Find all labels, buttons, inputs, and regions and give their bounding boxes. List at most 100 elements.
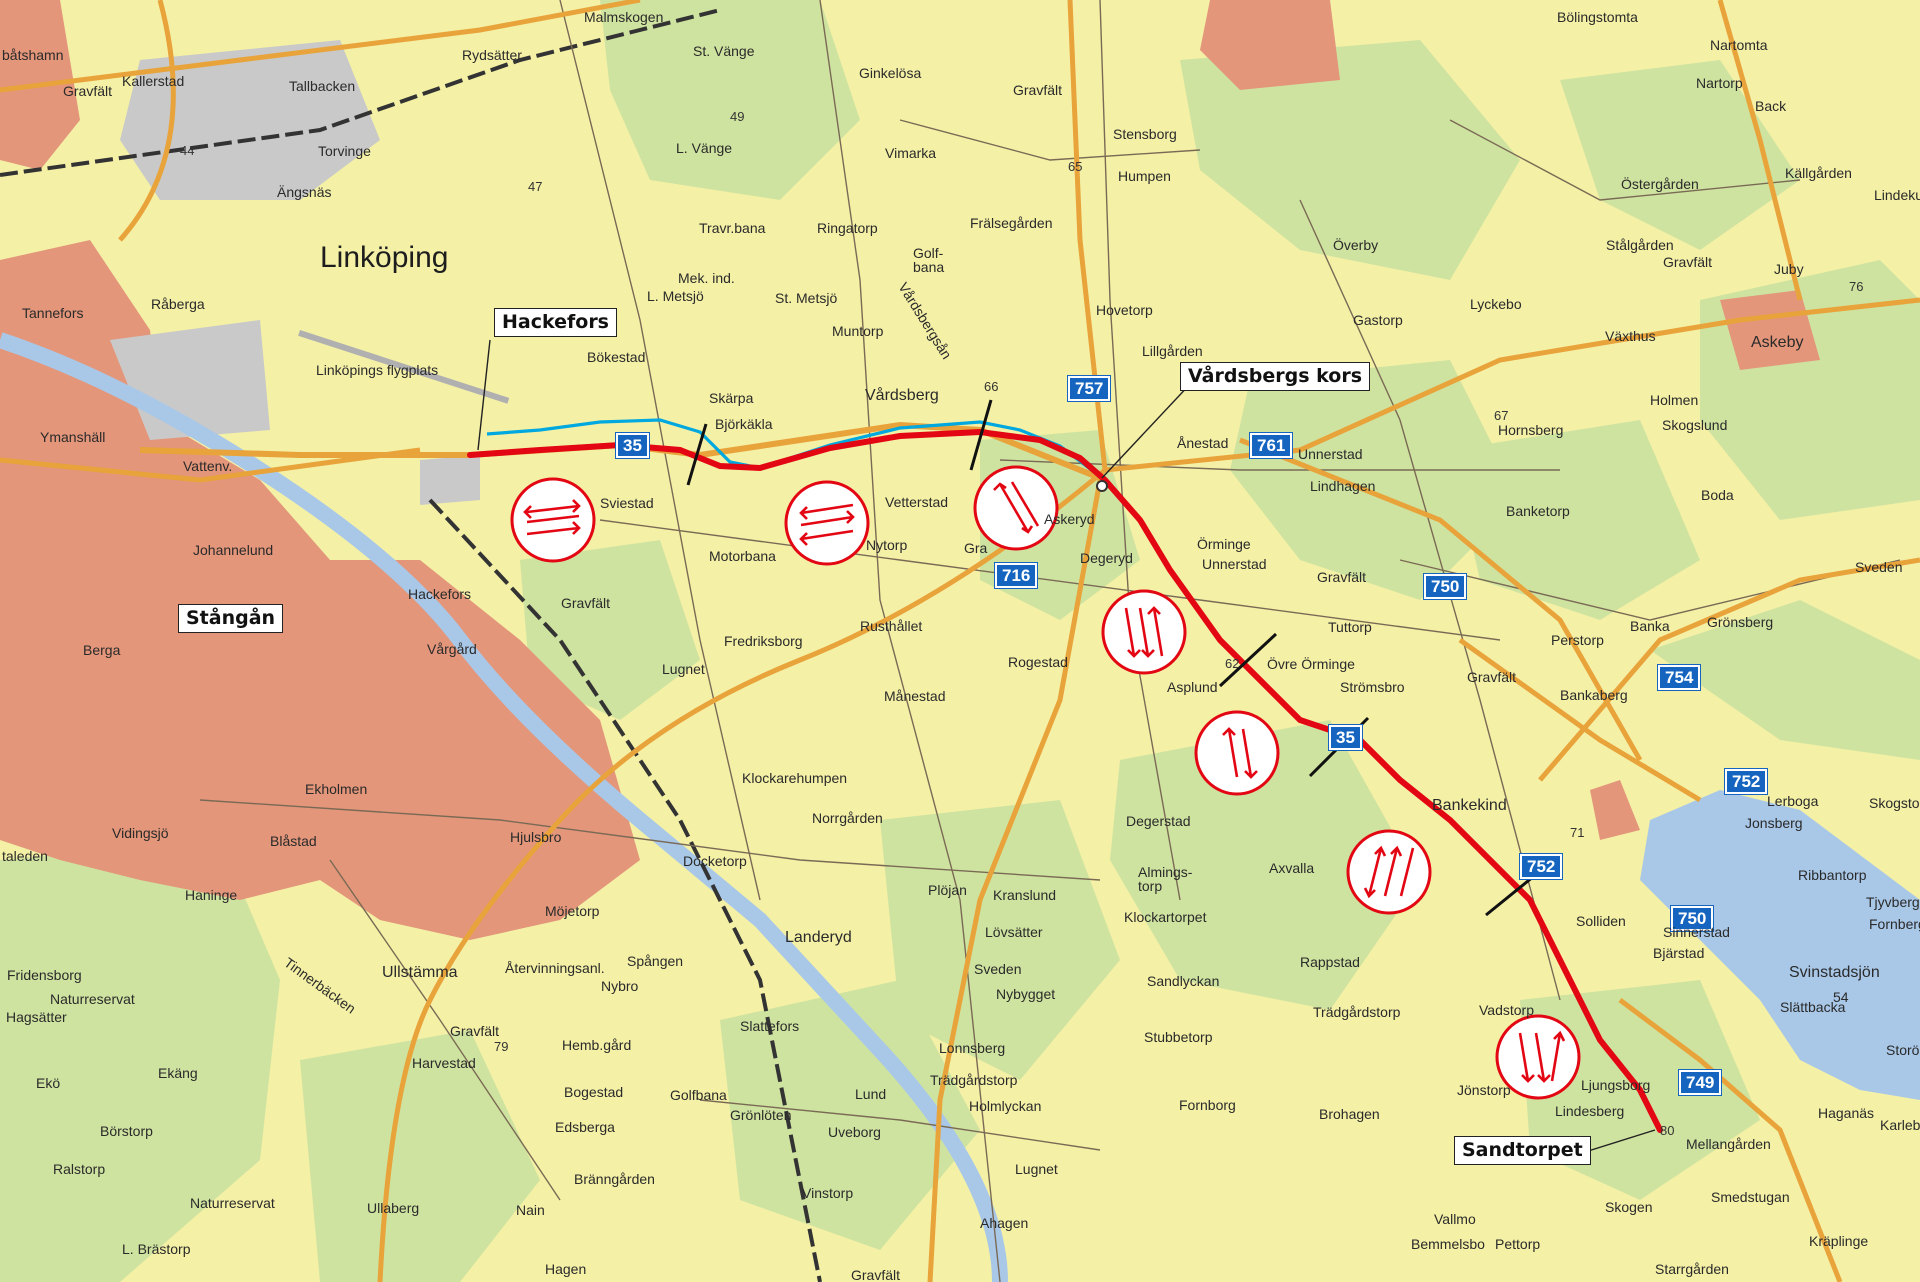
place-label: Gravfält	[450, 1023, 500, 1039]
road-shield-750-north: 750	[1424, 574, 1467, 599]
place-label: Naturreservat	[50, 991, 135, 1007]
place-label: Axvalla	[1269, 860, 1315, 876]
place-label: Bränngården	[574, 1171, 655, 1187]
place-label: Gravfält	[1013, 82, 1063, 98]
place-label: Nain	[516, 1202, 545, 1218]
place-label: Ahagen	[980, 1215, 1029, 1231]
place-label: Fornborg	[1179, 1097, 1236, 1113]
place-label: Östergården	[1621, 176, 1699, 192]
place-label: Fridensborg	[7, 967, 82, 983]
elevation-label: 47	[528, 179, 543, 194]
road-shield-754: 754	[1658, 665, 1701, 690]
place-label: Johannelund	[193, 542, 274, 558]
road-shield-35-mid: 35	[1329, 725, 1362, 750]
place-label: Frälsegården	[970, 215, 1053, 231]
place-label: Ljungsborg	[1581, 1077, 1651, 1093]
place-label: Travr.bana	[699, 220, 766, 236]
place-label: Ginkelösa	[859, 65, 922, 81]
elevation-label: 71	[1570, 825, 1585, 840]
place-label: Vimarka	[885, 145, 937, 161]
place-label: Starrgården	[1655, 1261, 1729, 1277]
place-label: Nartorp	[1696, 75, 1743, 91]
place-label: Skärpa	[709, 390, 754, 406]
place-label: 54	[1833, 989, 1849, 1005]
place-label: Brohagen	[1319, 1106, 1380, 1122]
place-label: Mek. ind.	[678, 270, 735, 286]
place-label: Storö	[1886, 1042, 1920, 1058]
callout-sandtorpet: Sandtorpet	[1454, 1136, 1591, 1165]
place-label: Vidingsjö	[112, 825, 169, 841]
place-label: Naturreservat	[190, 1195, 275, 1211]
place-label: Hagen	[545, 1261, 587, 1277]
place-label: Fornberg	[1869, 916, 1920, 932]
place-label: Lugnet	[1015, 1161, 1058, 1177]
place-label: Björkäkla	[715, 416, 773, 432]
place-label: Gravfält	[1663, 254, 1713, 270]
place-label: Ullstämma	[382, 964, 458, 981]
place-label: Övre Örminge	[1267, 656, 1355, 672]
place-label: Vårgård	[427, 641, 477, 657]
place-label: Ullaberg	[367, 1200, 420, 1216]
railway-south	[428, 498, 822, 1282]
place-label: Malmskogen	[584, 9, 664, 25]
place-label: Landeryd	[785, 929, 852, 946]
place-label: Ekö	[36, 1075, 61, 1091]
place-label: Back	[1755, 98, 1787, 114]
place-label: Humpen	[1118, 168, 1171, 184]
place-label: Lonnsberg	[939, 1040, 1006, 1056]
place-label: Grönlöten	[730, 1107, 792, 1123]
road-35-marked-section	[467, 428, 1663, 1133]
place-label: Lerboga	[1767, 793, 1819, 809]
overtaking-lane-symbol-2plus1-icon	[1194, 710, 1280, 796]
place-label: Vadstorp	[1479, 1002, 1534, 1018]
place-label: Nytorp	[866, 537, 908, 553]
place-label: Lindesberg	[1555, 1103, 1625, 1119]
place-label: Växthus	[1605, 328, 1656, 344]
road-shield-750-south: 750	[1671, 906, 1714, 931]
place-label: Banka	[1630, 618, 1670, 634]
place-label: Trädgårdstorp	[930, 1072, 1018, 1088]
place-label: Skogsto	[1869, 795, 1920, 811]
place-label: Gravfält	[851, 1267, 901, 1282]
place-label: Ånestad	[1177, 435, 1229, 451]
place-label: Vallmo	[1434, 1211, 1476, 1227]
place-label: Norrgården	[812, 810, 883, 826]
elevation-label: 62	[1225, 656, 1240, 671]
place-label: Svinstadsjön	[1789, 964, 1880, 981]
local-roads	[199, 0, 1901, 1282]
callout-vardsbergs-kors: Vårdsbergs kors	[1180, 362, 1371, 391]
place-label-stangan: Stångån	[178, 604, 284, 633]
place-label: Hornsberg	[1498, 422, 1564, 438]
elevation-label: 76	[1849, 279, 1864, 294]
place-label: Holmlyckan	[969, 1098, 1042, 1114]
place-label: Källgården	[1785, 165, 1852, 181]
place-label: Månestad	[884, 688, 946, 704]
place-label: Vetterstad	[885, 494, 949, 510]
place-label: Tallbacken	[289, 78, 356, 94]
overtaking-lane-symbol-2plus1-icon	[510, 477, 596, 563]
place-label: Ekäng	[158, 1065, 198, 1081]
place-label: Rydsätter	[462, 47, 522, 63]
place-label: St. Vänge	[693, 43, 755, 59]
place-label: Perstorp	[1551, 632, 1604, 648]
place-label: Banketorp	[1506, 503, 1570, 519]
place-label: Unnerstad	[1298, 446, 1363, 462]
place-label: Klockarehumpen	[742, 770, 848, 786]
svinstadsjon-lake	[1640, 790, 1920, 1100]
airport-runway	[298, 330, 510, 404]
place-label: Bölingstomta	[1557, 9, 1638, 25]
elevation-label: 79	[494, 1039, 509, 1054]
overtaking-lane-symbol-2plus1-icon	[784, 480, 870, 566]
place-label: Hovetorp	[1096, 302, 1153, 318]
place-label: Ekholmen	[305, 781, 368, 797]
place-label: L. Brästorp	[122, 1241, 191, 1257]
place-label: Skogslund	[1662, 417, 1728, 433]
place-label: Hemb.gård	[562, 1037, 632, 1053]
road-shield-757: 757	[1068, 376, 1111, 401]
place-label: Solliden	[1576, 913, 1626, 929]
place-label: Mellangården	[1686, 1136, 1771, 1152]
place-label: Sandlyckan	[1147, 973, 1220, 989]
place-label: Rogestad	[1008, 654, 1068, 670]
place-label: Börstorp	[100, 1123, 153, 1139]
